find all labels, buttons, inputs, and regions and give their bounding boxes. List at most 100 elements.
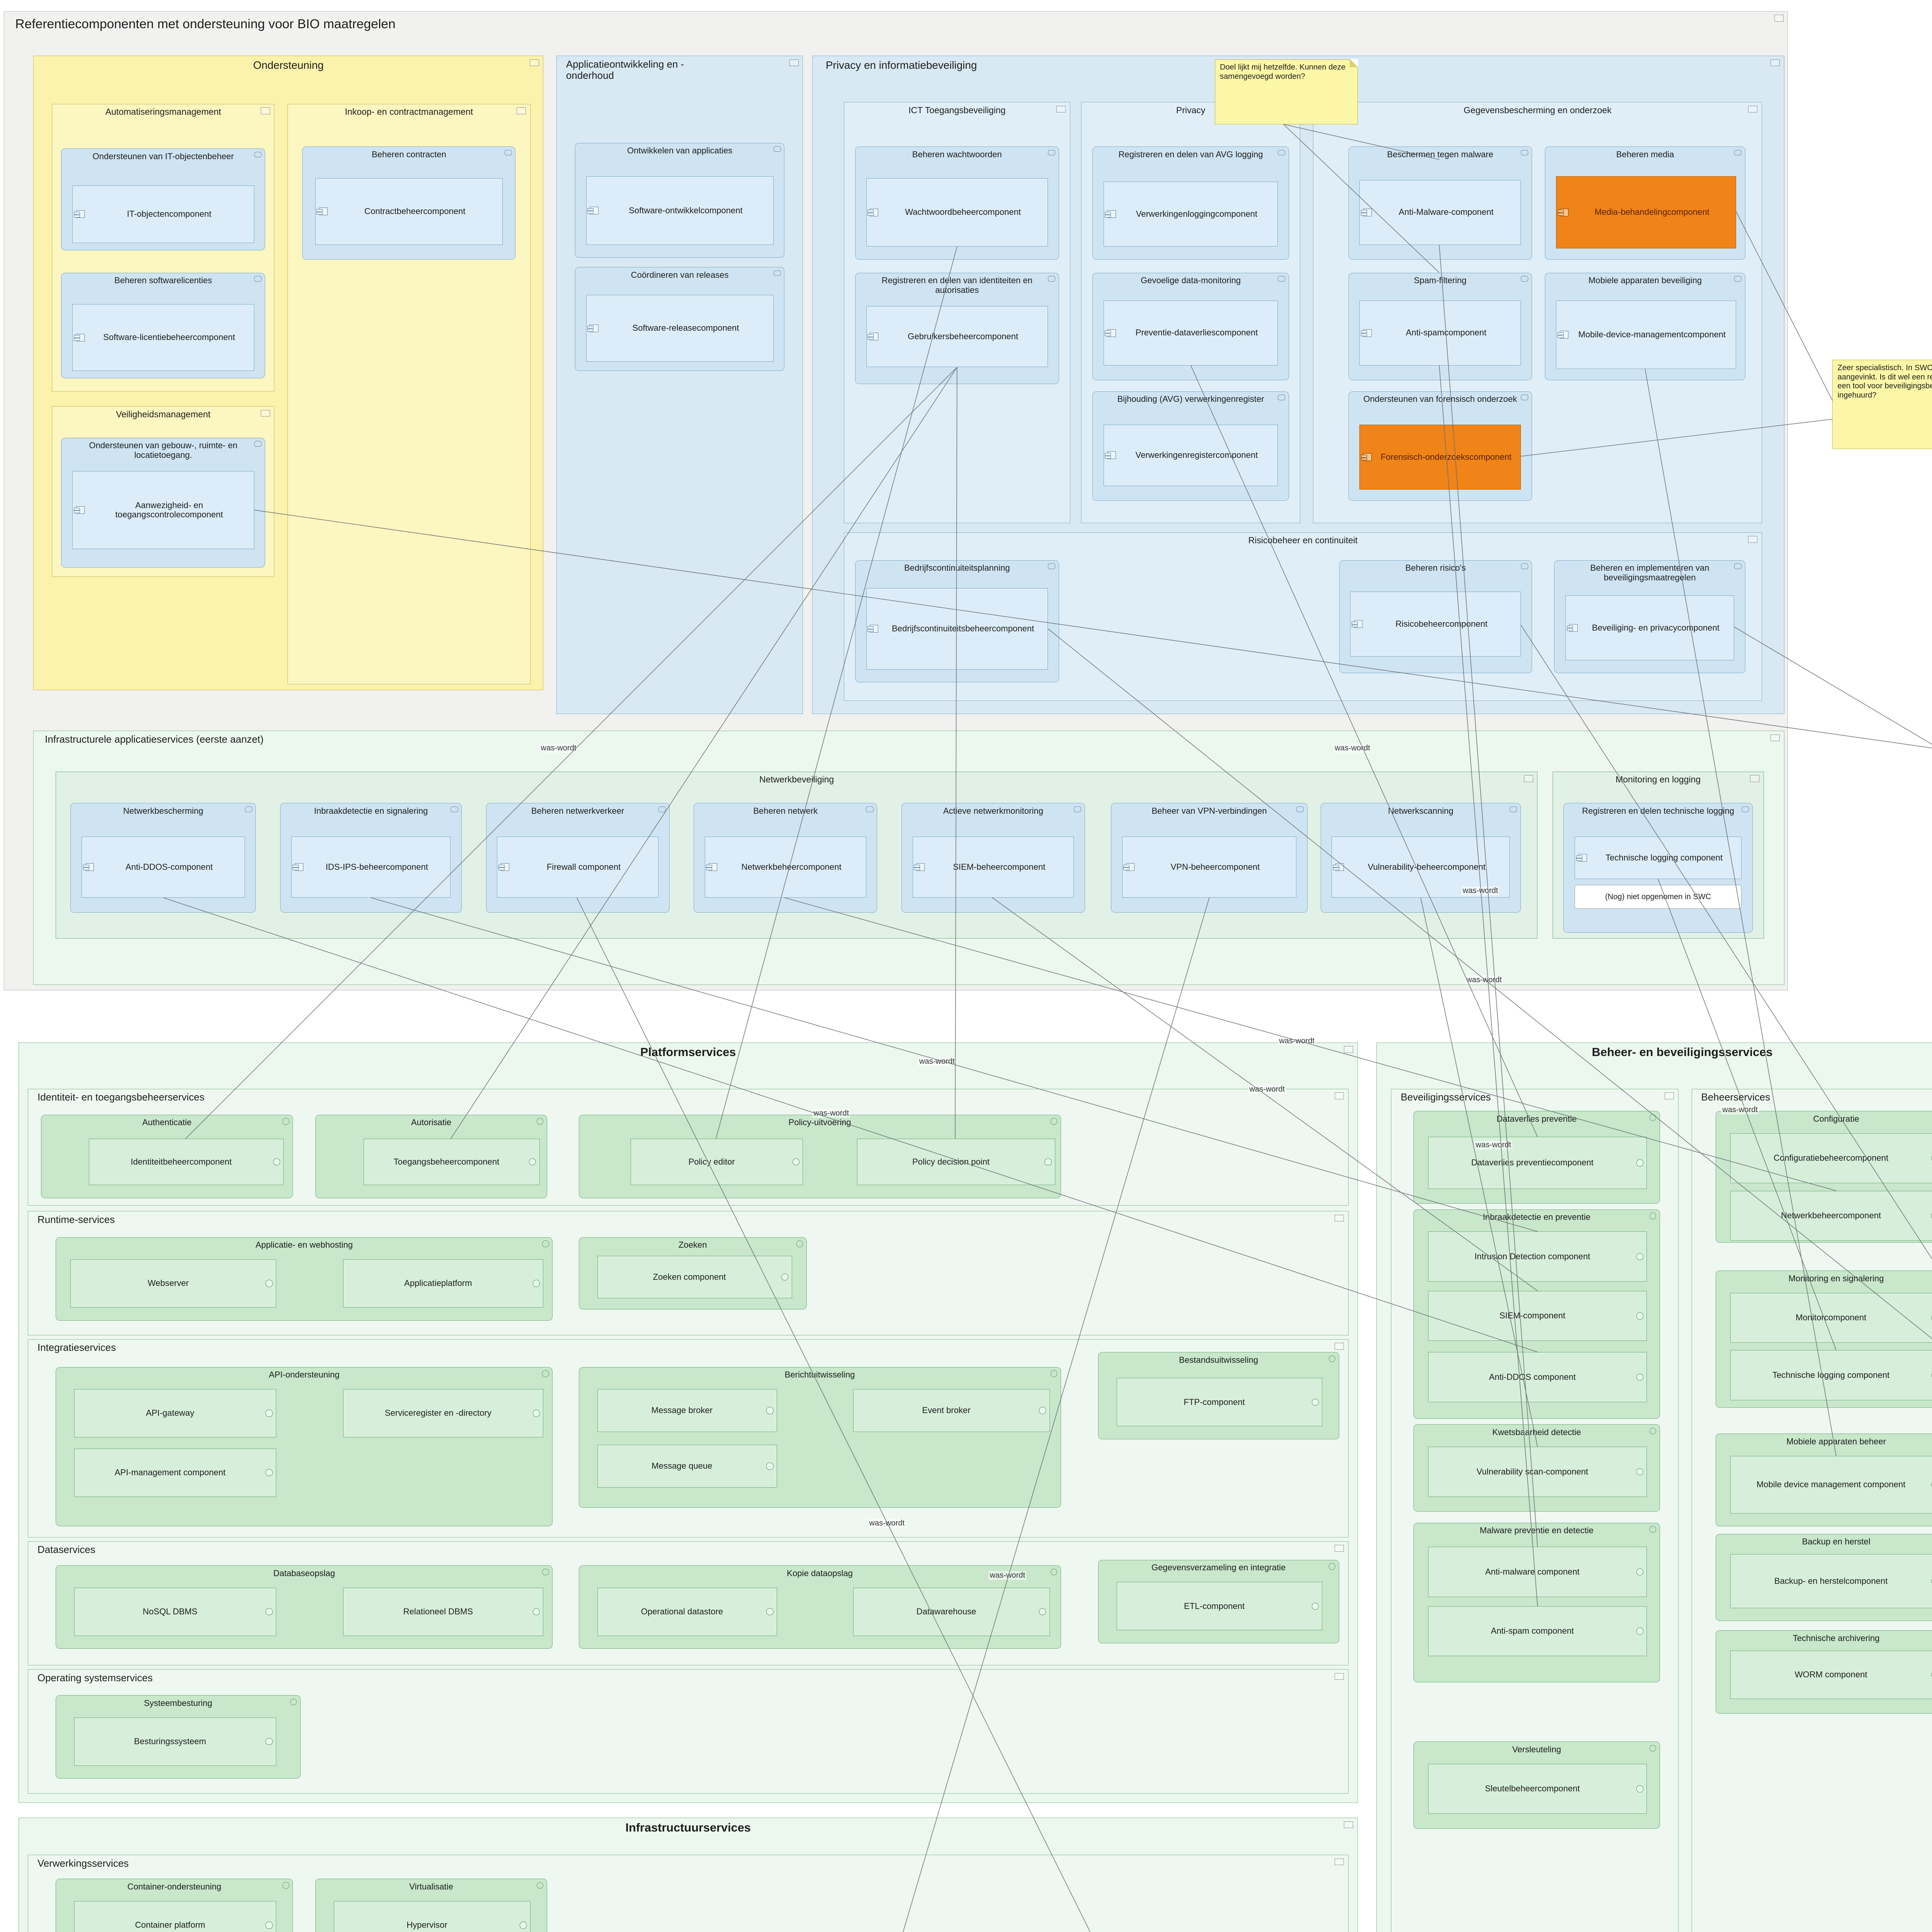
component-label: Preventie-dataverliescomponent <box>1135 328 1258 338</box>
component-forensisch-onderzoekscomponent: Forensisch-onderzoekscomponent <box>1359 425 1521 490</box>
component-icon <box>532 1410 540 1417</box>
component-backup-herstelcomponent: Backup- en herstelcomponent <box>1730 1554 1932 1608</box>
component-label: NoSQL DBMS <box>143 1607 197 1617</box>
component-label: API-management component <box>114 1468 226 1478</box>
group-title: Runtime-services <box>37 1214 115 1226</box>
component-gebruikersbeheercomponent: Gebruikersbeheercomponent <box>866 306 1048 367</box>
function-title: Virtualisatie <box>409 1882 453 1892</box>
component-label: Forensisch-onderzoekscomponent <box>1381 452 1512 462</box>
component-icon <box>529 1158 536 1166</box>
component-hypervisor: Hypervisor <box>334 1901 531 1932</box>
component-besturingssysteem: Besturingssysteem <box>74 1717 277 1766</box>
function-title: Beheren wachtwoorden <box>912 149 1002 159</box>
function-title: Spam-filtering <box>1414 276 1467 286</box>
note-zeer-specialistisch: Zeer specialistisch. In SWC weinig aange… <box>1832 360 1932 449</box>
function-title: Gegevensverzameling en integratie <box>1151 1563 1286 1573</box>
component-icon <box>498 863 510 871</box>
function-title: Beschermen tegen malware <box>1387 149 1493 159</box>
was-wordt-label: was-wordt <box>1278 1037 1316 1046</box>
group-title: Beheerservices <box>1701 1092 1770 1103</box>
group-title: Integratieservices <box>37 1342 116 1354</box>
component-label: Relationeel DBMS <box>403 1607 473 1617</box>
component-label: Software-ontwikkelcomponent <box>629 205 743 215</box>
component-label: Gebruikersbeheercomponent <box>908 332 1019 342</box>
group-title: Beveiligingsservices <box>1401 1092 1491 1103</box>
component-firewall-component: Firewall component <box>497 836 658 898</box>
component-icon <box>519 1922 527 1929</box>
function-title: Netwerkbescherming <box>123 806 204 816</box>
component-icon <box>1105 210 1116 218</box>
component-toegangsbeheercomponent: Toegangsbeheercomponent <box>363 1139 540 1185</box>
component-label: Container platform <box>135 1920 205 1930</box>
component-netwerkbeheercomponent-beheer: Netwerkbeheercomponent <box>1730 1190 1932 1241</box>
component-nosql-dbms: NoSQL DBMS <box>74 1587 277 1636</box>
component-siem-beheercomponent: SIEM-beheercomponent <box>912 836 1074 898</box>
note-niet-opgenomen-in-swc: (Nog) niet opgenomen in SWC <box>1575 884 1742 909</box>
component-verwerkingenregistercomponent: Verwerkingenregistercomponent <box>1104 425 1278 486</box>
component-label: Firewall component <box>546 862 621 872</box>
component-icon <box>1636 1159 1643 1167</box>
component-label: Policy decision point <box>912 1157 990 1167</box>
component-label: FTP-component <box>1184 1397 1245 1407</box>
note-text: Doel lijkt mij hetzelfde. Kunnen deze sa… <box>1220 63 1345 81</box>
component-contractbeheercomponent: Contractbeheercomponent <box>315 178 503 245</box>
component-technische-logging-component: Technische logging component <box>1575 836 1742 879</box>
function-title: Mobiele apparaten beheer <box>1786 1437 1886 1447</box>
component-anti-ddos-component-beheer: Anti-DDOS component <box>1428 1352 1647 1402</box>
component-label: ETL-component <box>1184 1601 1245 1611</box>
component-label: Sleutelbeheercomponent <box>1485 1784 1580 1794</box>
group-title: Operating systemservices <box>37 1672 153 1684</box>
component-icon <box>587 206 599 214</box>
note-doel-hetzelfde: Doel lijkt mij hetzelfde. Kunnen deze sa… <box>1215 59 1358 124</box>
component-event-broker: Event broker <box>853 1389 1050 1432</box>
component-anti-spamcomponent: Anti-spamcomponent <box>1359 300 1521 366</box>
component-icon <box>1576 854 1587 862</box>
component-label: Anti-DDOS-component <box>125 862 213 872</box>
group-title: Infrastructuurservices <box>625 1820 751 1834</box>
function-title: Beheren contracten <box>372 149 446 159</box>
function-title: Gevoelige data-monitoring <box>1141 276 1241 286</box>
function-title: Bijhouding (AVG) verwerkingenregister <box>1117 394 1264 404</box>
group-title: ICT Toegangsbeveiliging <box>908 105 1006 115</box>
function-title: Beheren media <box>1616 149 1674 159</box>
function-title: Ondersteunen van forensisch onderzoek <box>1363 394 1517 404</box>
component-icon <box>867 208 879 216</box>
group-title: Infrastructurele applicatieservices (eer… <box>45 734 264 745</box>
component-aanwezigheid-toegangscontrole: Aanwezigheid- en toegangscontrolecompone… <box>72 471 254 549</box>
component-wachtwoordbeheercomponent: Wachtwoordbeheercomponent <box>866 178 1048 247</box>
component-label: IT-objectencomponent <box>127 209 211 219</box>
function-title: Beheren risico's <box>1405 563 1466 573</box>
component-label: Identiteitbeheercomponent <box>131 1157 232 1167</box>
component-icon <box>1352 620 1363 628</box>
component-icon <box>532 1608 540 1616</box>
function-title: Beheren netwerkverkeer <box>531 806 624 816</box>
component-relationeel-dbms: Relationeel DBMS <box>343 1587 544 1636</box>
function-title: Databaseopslag <box>273 1568 335 1578</box>
component-label: Netwerkbeheercomponent <box>741 862 842 872</box>
component-icon <box>1636 1253 1643 1260</box>
component-identiteitbeheercomponent: Identiteitbeheercomponent <box>89 1139 284 1185</box>
component-icon <box>74 210 85 218</box>
group-title: Applicatieontwikkeling en - onderhoud <box>566 59 684 81</box>
component-icon <box>1333 863 1344 871</box>
component-label: Technische logging component <box>1605 852 1723 862</box>
component-label: Hypervisor <box>406 1920 447 1930</box>
component-container-platform: Container platform <box>74 1901 277 1932</box>
was-wordt-label: was-wordt <box>868 1519 906 1528</box>
was-wordt-label: was-wordt <box>918 1057 956 1066</box>
component-label: API-gateway <box>146 1408 194 1418</box>
component-icon <box>83 863 94 871</box>
component-label: Mobile device management component <box>1756 1480 1906 1490</box>
component-verwerkingenloggingcomponent: Verwerkingenloggingcomponent <box>1104 182 1278 247</box>
was-wordt-label: was-wordt <box>988 1571 1026 1580</box>
component-policy-decision-point: Policy decision point <box>857 1139 1056 1185</box>
component-configuratiebeheercomponent: Configuratiebeheercomponent <box>1730 1133 1932 1184</box>
component-icon <box>766 1463 774 1470</box>
component-label: Dataverlies preventiecomponent <box>1471 1158 1594 1168</box>
component-label: Software-releasecomponent <box>632 323 739 333</box>
component-icon <box>265 1922 273 1929</box>
component-intrusion-detection-component: Intrusion Detection component <box>1428 1231 1647 1282</box>
component-label: SIEM-beheercomponent <box>953 862 1046 872</box>
group-title: Veiligheidsmanagement <box>116 409 211 419</box>
component-risicobeheercomponent: Risicobeheercomponent <box>1350 592 1521 657</box>
